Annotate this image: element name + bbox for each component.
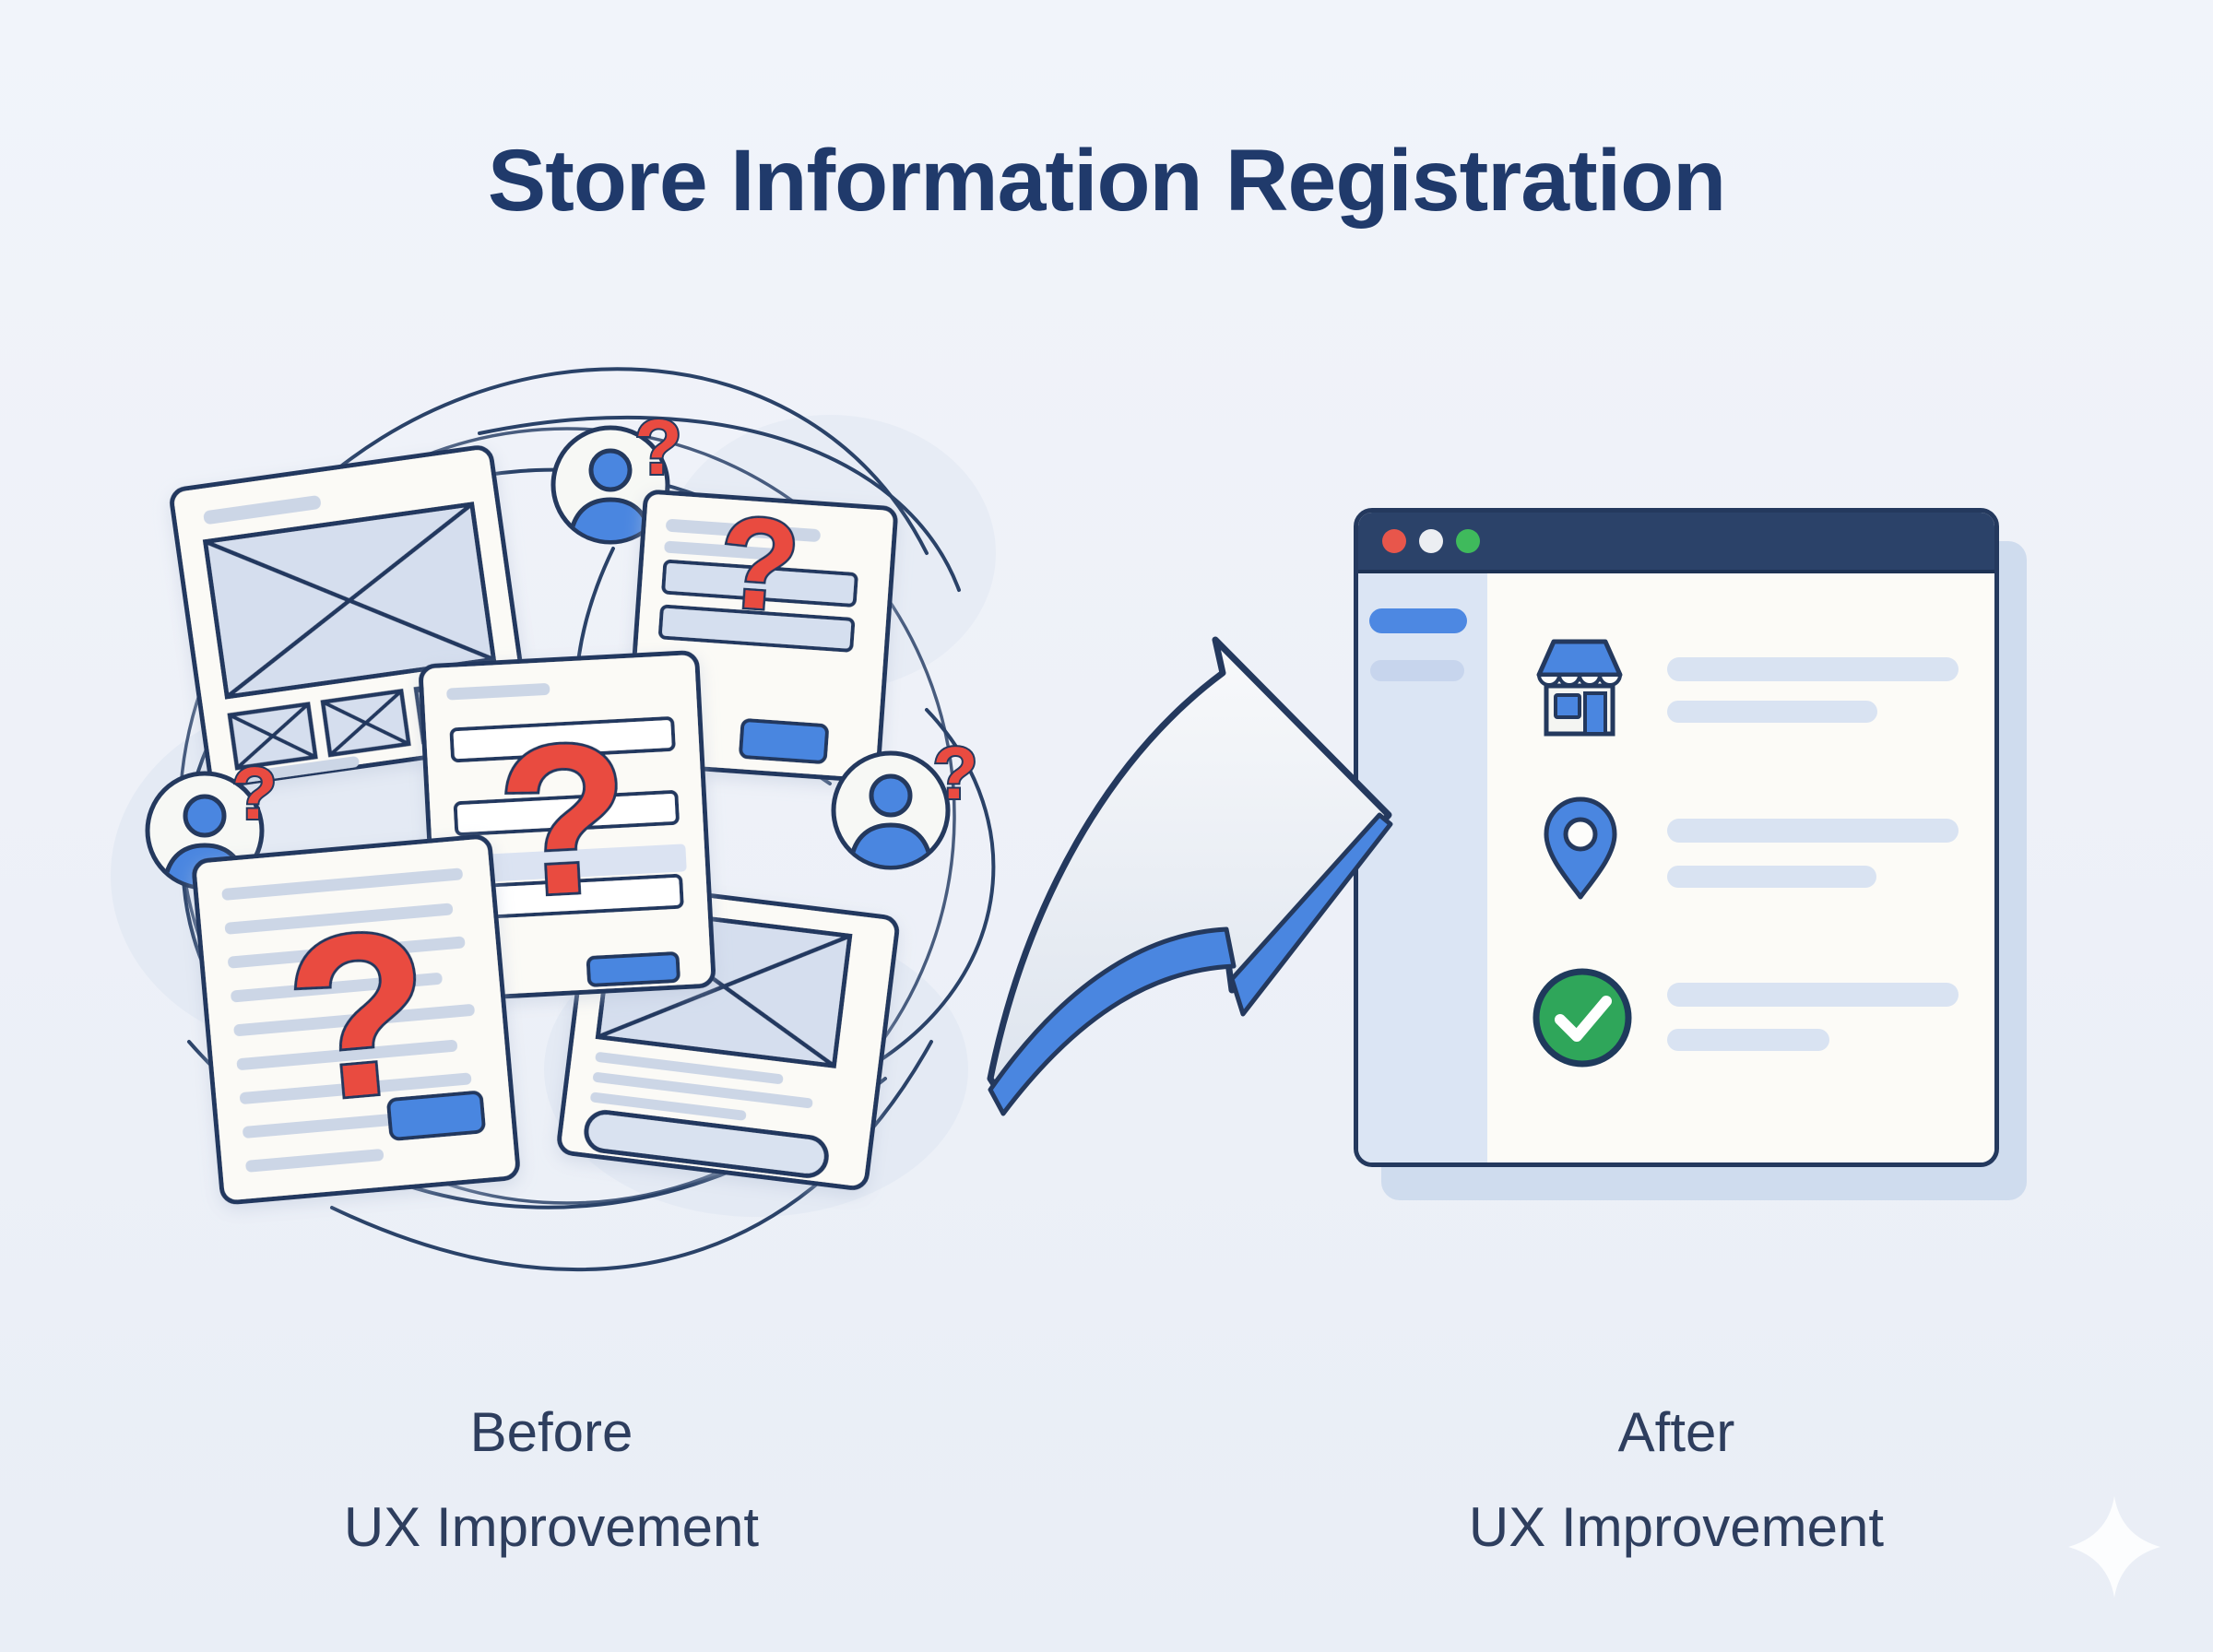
browser-titlebar	[1358, 513, 1994, 573]
traffic-light-minimize-icon	[1419, 529, 1443, 553]
text-line-placeholder	[1667, 701, 1877, 723]
text-line-placeholder	[1667, 819, 1959, 843]
input-field-placeholder	[449, 716, 676, 763]
question-mark-icon: ?	[715, 489, 803, 639]
before-label-line1: Before	[469, 1401, 633, 1463]
central-form-document: ?	[419, 650, 716, 1002]
after-label: After UX Improvement	[1391, 1385, 1962, 1575]
user-avatar-icon	[831, 750, 951, 870]
submit-button-placeholder	[586, 951, 680, 987]
window-sidebar	[1358, 573, 1487, 1162]
location-pin-icon	[1544, 796, 1617, 900]
storefront-icon	[1536, 639, 1623, 737]
text-line-placeholder	[1667, 657, 1959, 681]
text-document: ?	[192, 834, 520, 1205]
image-placeholder-icon	[202, 502, 497, 700]
question-mark-icon: ?	[634, 404, 681, 490]
user-avatar-icon	[550, 425, 670, 545]
text-line-placeholder	[1667, 1029, 1829, 1051]
sidebar-nav-item-active	[1369, 608, 1467, 633]
before-label-line2: UX Improvement	[343, 1496, 760, 1559]
submit-button-placeholder	[739, 718, 829, 764]
traffic-light-red-icon	[1382, 529, 1406, 553]
input-pill-placeholder	[584, 1110, 829, 1178]
input-field-placeholder	[453, 790, 680, 836]
submit-button-placeholder	[386, 1091, 486, 1141]
page-title: Store Information Registration	[487, 132, 1726, 230]
after-label-line1: After	[1617, 1401, 1735, 1463]
before-label: Before UX Improvement	[266, 1385, 837, 1575]
check-circle-icon	[1533, 968, 1632, 1068]
window-main-area	[1487, 573, 1994, 1162]
browser-window	[1354, 508, 1999, 1167]
question-mark-icon: ?	[232, 752, 278, 834]
sidebar-nav-item	[1370, 660, 1464, 681]
after-label-line2: UX Improvement	[1468, 1496, 1885, 1559]
question-mark-icon: ?	[933, 732, 978, 814]
question-mark-icon: ?	[493, 698, 635, 941]
text-line-placeholder	[1667, 983, 1959, 1007]
text-line-placeholder	[1667, 866, 1876, 888]
traffic-light-green-icon	[1456, 529, 1480, 553]
sparkle-icon	[2068, 1496, 2160, 1598]
